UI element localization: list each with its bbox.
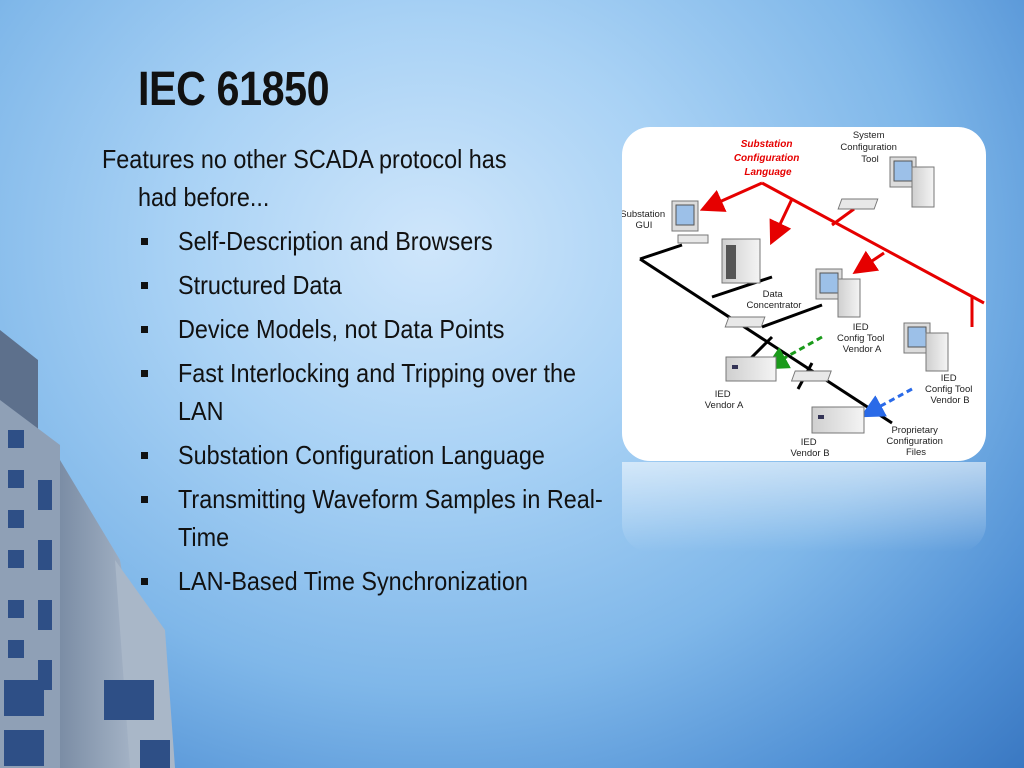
svg-text:IED Config Tool: IED Config Tool Vendor A — [837, 322, 887, 355]
system-config-tool-computer-icon — [837, 156, 935, 210]
square-bullet-icon — [141, 452, 148, 459]
intro-text: Features no other SCADA protocol has had… — [102, 144, 507, 212]
network-diagram-svg: Substation Configuration Language System… — [622, 130, 985, 459]
svg-text:Substation Configurati: Substation Configuration Language — [734, 139, 802, 178]
bullet-item: LAN-Based Time Synchronization — [138, 562, 608, 600]
ied-vendor-a-device-icon — [725, 356, 777, 382]
slide-content: Features no other SCADA protocol has had… — [102, 140, 608, 606]
ied-config-tool-a-computer-icon — [724, 268, 861, 328]
square-bullet-icon — [141, 238, 148, 245]
bullet-item: Device Models, not Data Points — [138, 310, 608, 348]
bullet-item: Self-Description and Browsers — [138, 222, 608, 260]
bullet-item: Substation Configuration Language — [138, 436, 608, 474]
svg-text:IED Config Tool: IED Config Tool Vendor B — [925, 373, 975, 406]
slide-title: IEC 61850 — [138, 63, 330, 116]
square-bullet-icon — [141, 578, 148, 585]
diagram-reflection — [622, 462, 986, 552]
network-diagram: Substation Configuration Language System… — [622, 127, 986, 461]
lan-bus-lines — [639, 243, 893, 425]
square-bullet-icon — [141, 370, 148, 377]
ied-vendor-b-device-icon — [811, 406, 865, 434]
diagram-labels: Substation Configuration Language System… — [622, 130, 975, 459]
scl-red-lines — [699, 181, 985, 327]
svg-text:IED Vendor A: IED Vendor A — [705, 389, 744, 411]
square-bullet-icon — [141, 326, 148, 333]
bullet-item: Structured Data — [138, 266, 608, 304]
ied-config-tool-b-computer-icon — [790, 322, 949, 382]
square-bullet-icon — [141, 282, 148, 289]
bullet-list: Self-Description and Browsers Structured… — [138, 222, 608, 600]
substation-gui-computer-icon — [671, 200, 709, 244]
svg-text:Data Concentrator: Data Concentrator — [747, 289, 802, 311]
blue-dashed-arrow — [860, 387, 913, 418]
svg-text:Substation GUI: Substation GUI — [622, 209, 668, 231]
svg-text:IED Vendor B: IED Vendor B — [790, 437, 829, 459]
bullet-item: Transmitting Waveform Samples in Real-Ti… — [138, 480, 608, 556]
data-concentrator-server-icon — [721, 238, 761, 284]
svg-text:System Configuration: System Configuration Tool — [840, 130, 899, 165]
svg-text:Proprietary Configurat: Proprietary Configuration Files — [886, 425, 945, 458]
square-bullet-icon — [141, 496, 148, 503]
bullet-item: Fast Interlocking and Tripping over the … — [138, 354, 608, 430]
